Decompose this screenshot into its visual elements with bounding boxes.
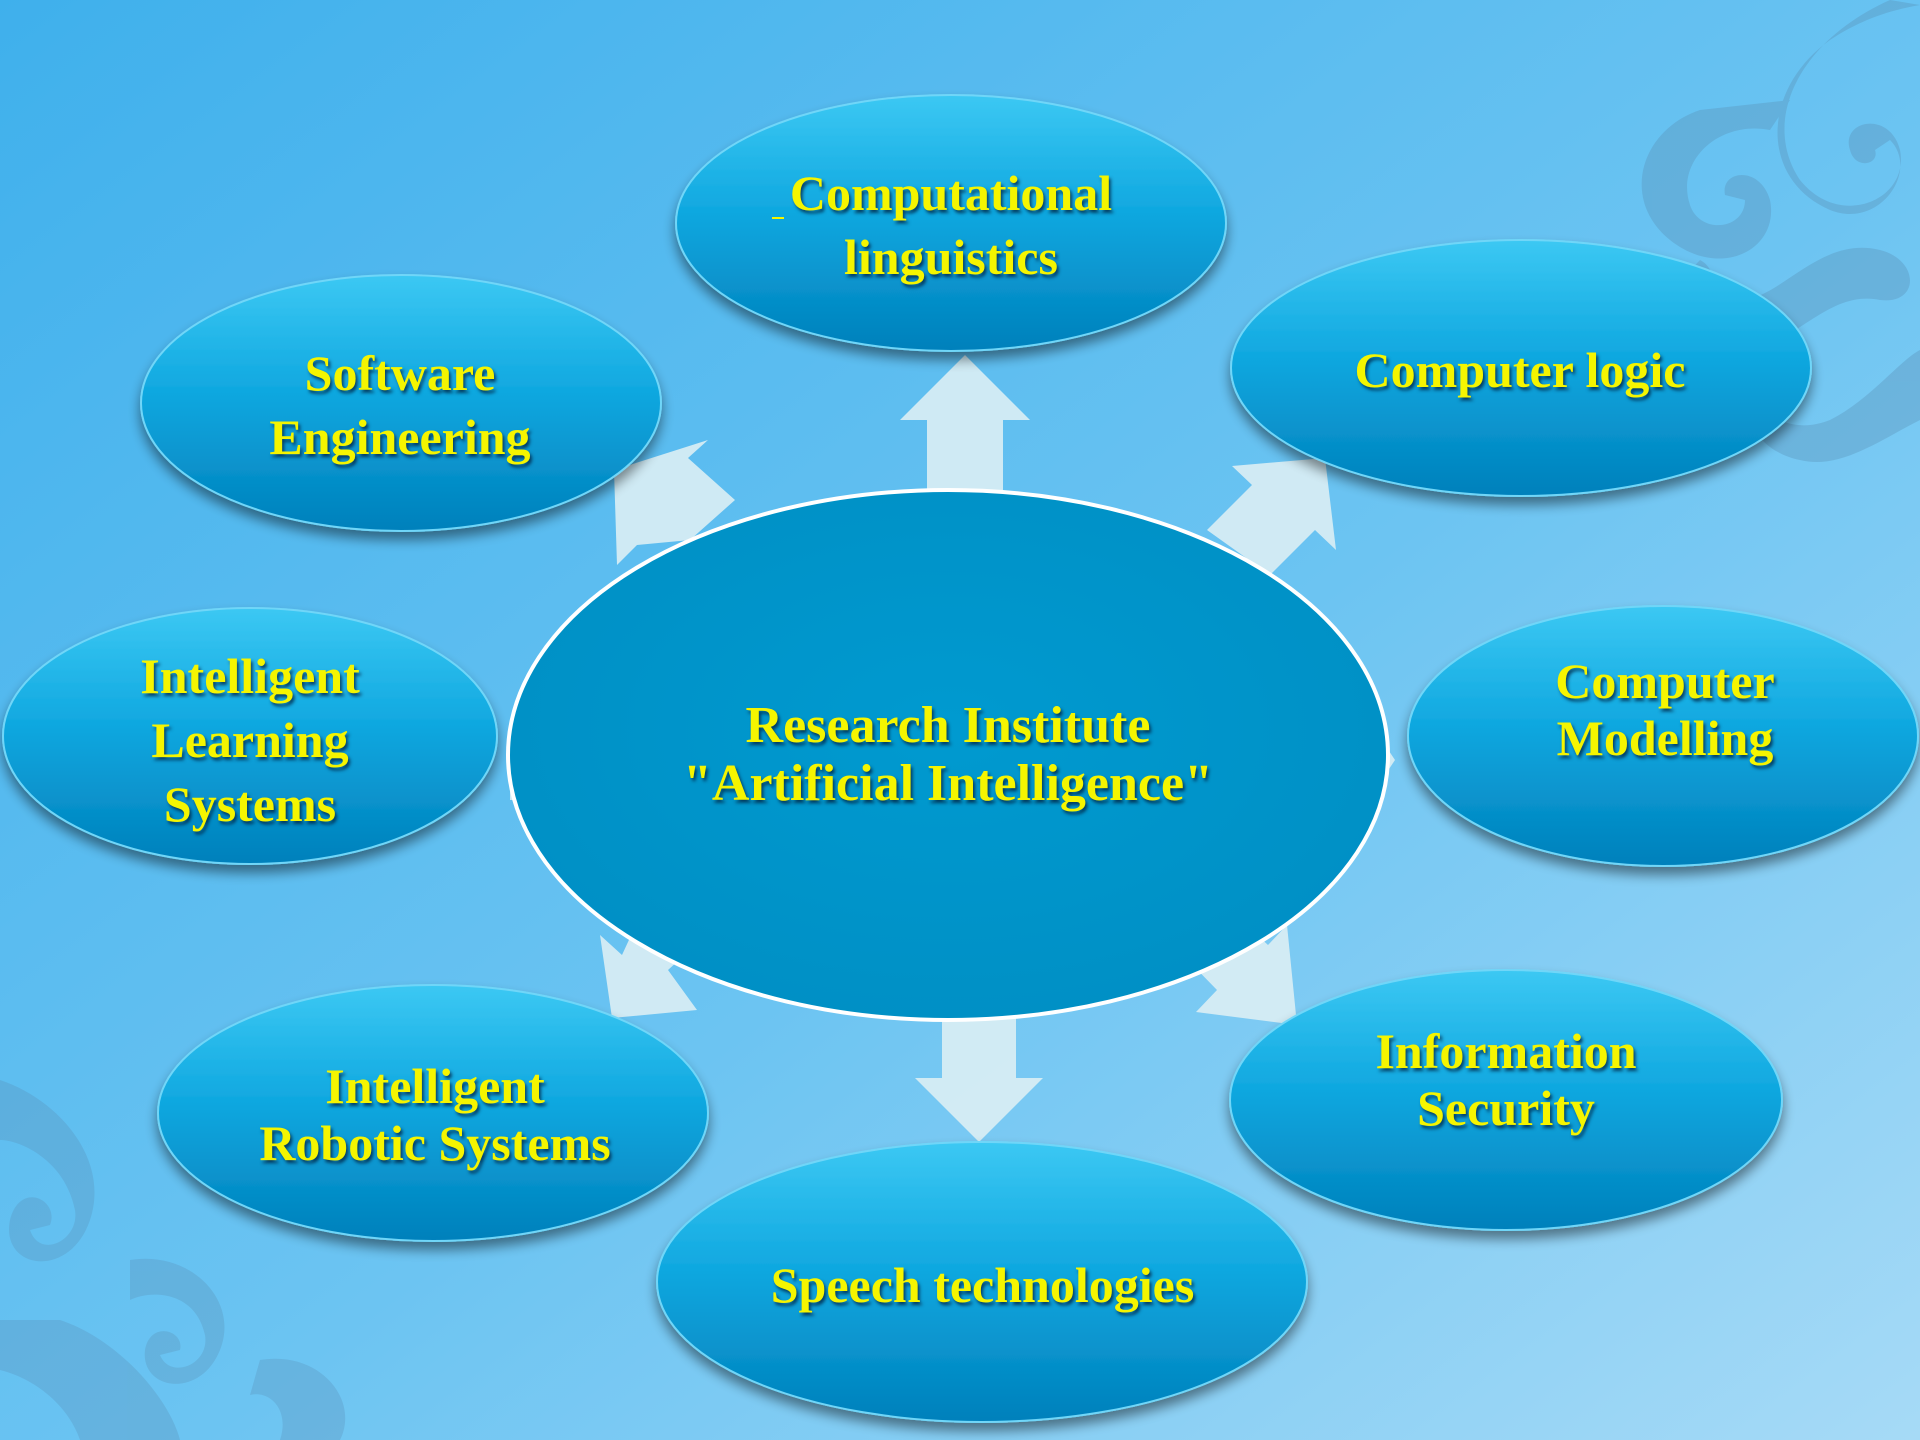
node-software-engineering-shape — [140, 274, 662, 532]
node-information-security-shape — [1229, 969, 1783, 1231]
arrow-up-left — [614, 440, 735, 565]
node-computer-logic-shape — [1230, 239, 1812, 497]
arrow-up — [900, 355, 1030, 495]
node-computer-modelling-shape — [1407, 605, 1919, 867]
arrow-down — [915, 1008, 1043, 1142]
node-intelligent-learning-systems-shape — [2, 607, 498, 865]
center-node-shape — [506, 488, 1390, 1022]
node-intelligent-robotic-systems-shape — [157, 984, 709, 1242]
ornament-bottom-left — [0, 1080, 346, 1440]
node-speech-technologies-shape — [656, 1141, 1308, 1423]
node-computational-linguistics-shape — [675, 94, 1227, 352]
arrow-up-right — [1207, 458, 1336, 575]
node-shapes — [2, 94, 1919, 1423]
